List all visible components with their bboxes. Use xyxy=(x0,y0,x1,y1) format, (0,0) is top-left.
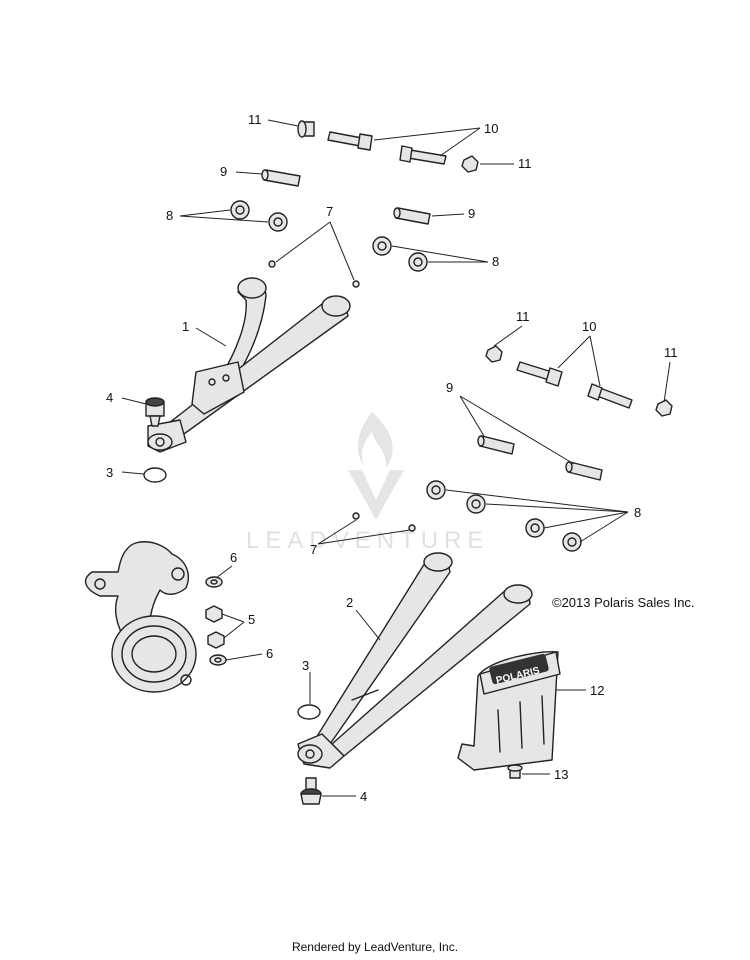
knuckle-hardware xyxy=(205,576,227,666)
callout-9: 9 xyxy=(220,164,227,179)
bushing-8-a xyxy=(230,200,250,220)
callout-11: 11 xyxy=(516,309,530,324)
sleeve-9-mid-b xyxy=(567,461,603,481)
sleeve-9-left xyxy=(263,169,301,187)
upper-hardware xyxy=(230,120,479,288)
washer-6-bottom xyxy=(209,654,227,666)
footer-credit: Rendered by LeadVenture, Inc. xyxy=(291,940,459,954)
grease-fitting-7-d xyxy=(408,524,416,532)
callout-10: 10 xyxy=(582,319,596,334)
callout-7: 7 xyxy=(326,204,333,219)
ball-joint-4-lower xyxy=(300,777,322,805)
snap-ring-3-upper xyxy=(143,467,167,483)
callout-12: 12 xyxy=(590,683,604,698)
pin-10-top-left xyxy=(327,131,363,147)
lower-hardware xyxy=(352,345,673,552)
callout-9: 9 xyxy=(468,206,475,221)
ball-joint-4-upper xyxy=(145,397,165,427)
grease-fitting-7-c xyxy=(352,512,360,520)
bushing-8-d xyxy=(408,252,428,272)
skid-plate: POLARIS xyxy=(457,651,561,771)
callout-11: 11 xyxy=(248,112,262,127)
callout-8: 8 xyxy=(166,208,173,223)
callout-2: 2 xyxy=(346,595,353,610)
callout-6: 6 xyxy=(230,550,237,565)
callout-9: 9 xyxy=(446,380,453,395)
callout-3: 3 xyxy=(106,465,113,480)
leader-lines xyxy=(121,119,671,797)
watermark-flame-icon xyxy=(357,412,393,468)
washer-6-top xyxy=(205,576,223,588)
nut-5-a xyxy=(205,605,223,623)
upper-a-arm xyxy=(147,277,351,453)
watermark-text: LEADVENTURE xyxy=(246,527,489,554)
nut-5-b xyxy=(207,631,225,649)
bushing-8-f xyxy=(466,494,486,514)
bushing-8-b xyxy=(268,212,288,232)
lower-a-arm xyxy=(297,552,533,769)
callout-5: 5 xyxy=(248,612,255,627)
pin-10-mid-b xyxy=(596,387,633,409)
bushing-8-h xyxy=(562,532,582,552)
callouts: 11 10 11 9 8 7 9 8 1 4 3 11 10 11 9 8 7 … xyxy=(106,112,678,804)
callout-8: 8 xyxy=(492,254,499,269)
bushing-8-e xyxy=(426,480,446,500)
copyright-notice: ©2013 Polaris Sales Inc. xyxy=(552,595,695,610)
callout-8: 8 xyxy=(634,505,641,520)
callout-6: 6 xyxy=(266,646,273,661)
grease-fitting-7-b xyxy=(352,280,360,288)
bushing-8-c xyxy=(372,236,392,256)
nut-11-mid-right xyxy=(655,399,673,417)
bushing-8-g xyxy=(525,518,545,538)
bolt-13 xyxy=(507,764,523,779)
callout-4: 4 xyxy=(360,789,367,804)
pin-10-top-right xyxy=(407,149,447,165)
nut-11-mid-left xyxy=(485,345,503,363)
watermark-v-icon xyxy=(348,470,404,520)
nut-11-top-right xyxy=(461,155,479,173)
callout-10: 10 xyxy=(484,121,498,136)
callout-3: 3 xyxy=(302,658,309,673)
callout-11: 11 xyxy=(664,345,678,360)
grease-fitting-7-a xyxy=(268,260,276,268)
callout-7: 7 xyxy=(310,542,317,557)
steering-knuckle xyxy=(84,541,197,693)
callout-13: 13 xyxy=(554,767,568,782)
callout-4: 4 xyxy=(106,390,113,405)
callout-11: 11 xyxy=(518,156,532,171)
sleeve-9-mid-a xyxy=(479,435,515,455)
callout-1: 1 xyxy=(182,319,189,334)
snap-ring-3-lower xyxy=(297,704,321,720)
watermark: LEADVENTURE xyxy=(246,412,489,554)
sleeve-9-right xyxy=(395,207,431,225)
